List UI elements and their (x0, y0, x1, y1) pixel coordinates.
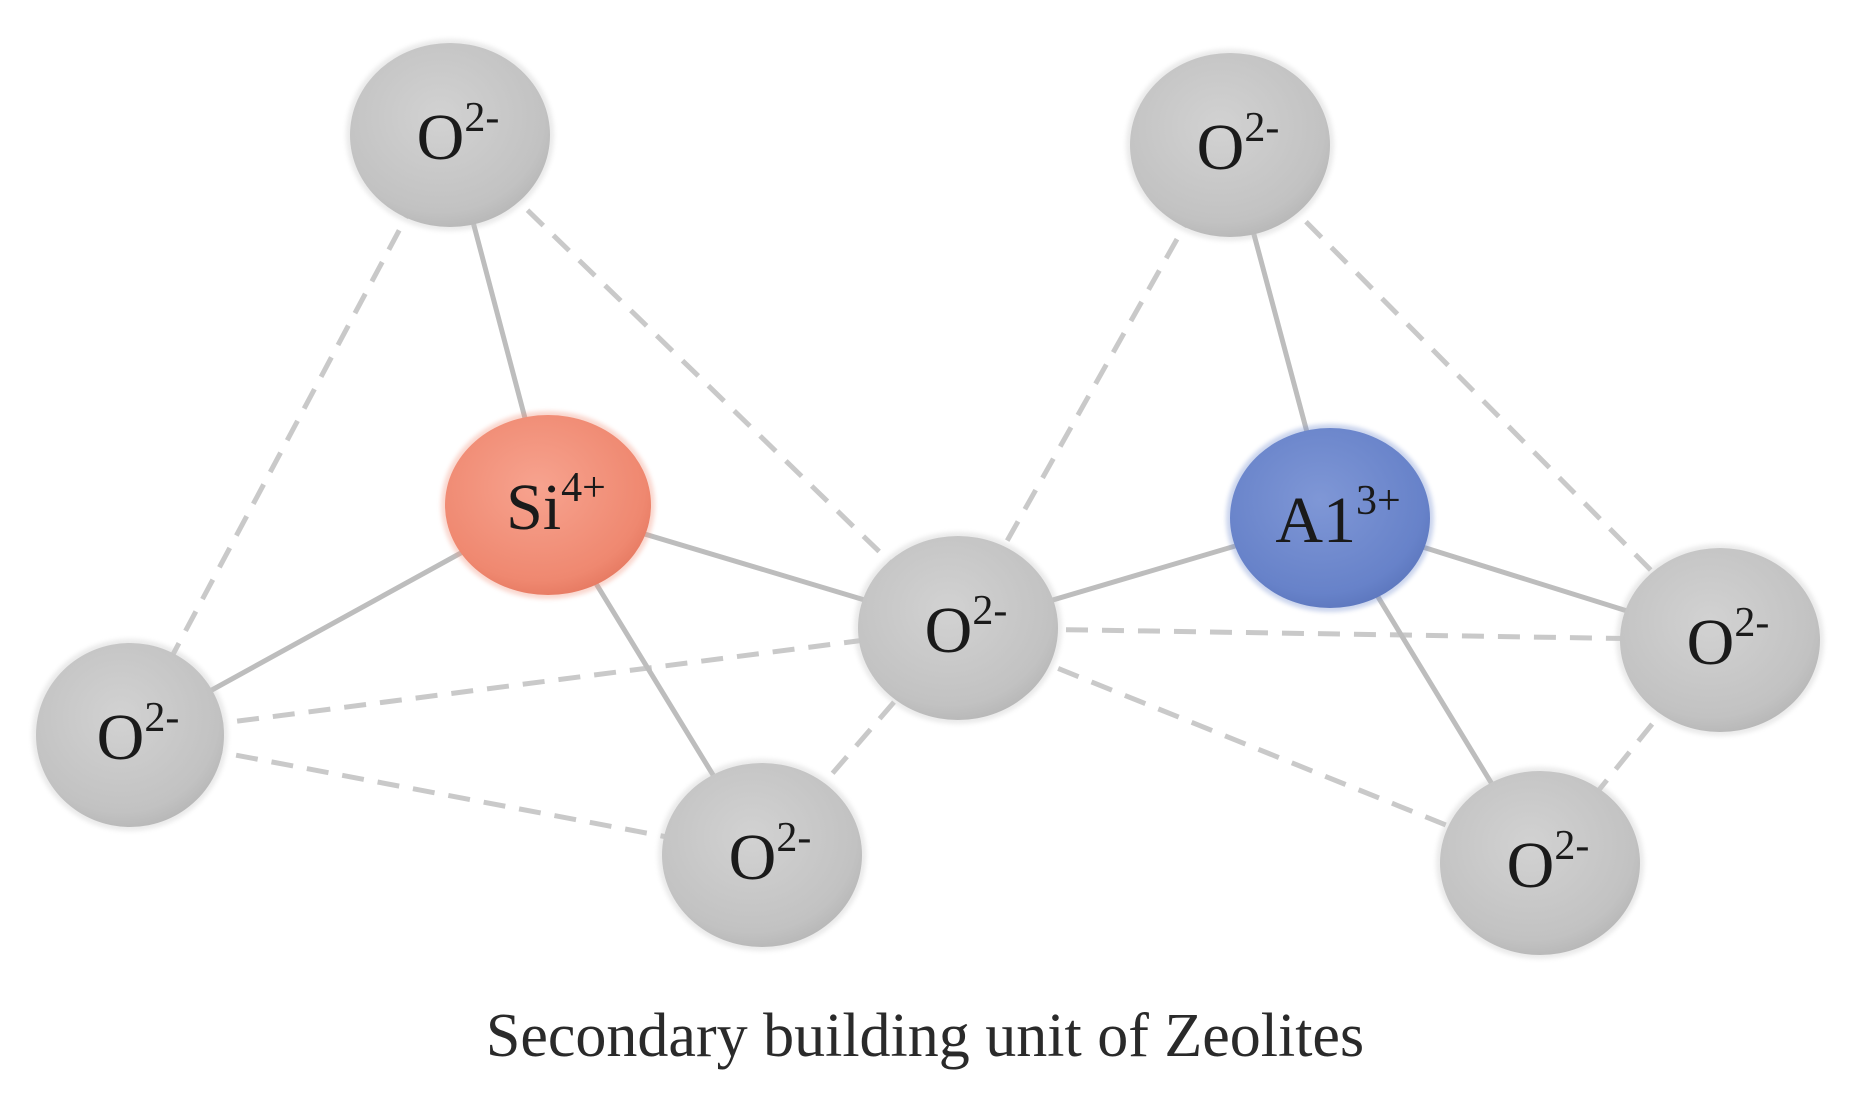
solid-bonds (127, 132, 1723, 866)
element-symbol: O (1687, 606, 1735, 679)
ion-charge: 2- (776, 815, 811, 861)
dashed-edge-o-top-left-o-bridge (448, 133, 960, 630)
ion-charge: 4+ (561, 465, 606, 511)
element-symbol: O (925, 594, 973, 667)
atom-label: O2- (97, 695, 180, 774)
dashed-edges (127, 133, 1722, 866)
element-symbol: O (729, 821, 777, 894)
dashed-edge-o-top-left-o-left (127, 133, 453, 737)
oxygen-atom-circle (1130, 53, 1330, 237)
ion-charge: 2- (972, 588, 1007, 634)
ion-charge: 2- (1734, 600, 1769, 646)
oxygen-atom-circle (350, 43, 550, 227)
oxygen-atom-circle (858, 536, 1058, 720)
ion-charge: 2- (464, 95, 499, 141)
atom-label: O2- (1687, 600, 1770, 679)
atoms: O2-Si4+O2-O2-O2-O2-A13+O2-O2- (32, 39, 1824, 959)
atom-label: Si4+ (506, 465, 606, 544)
oxygen-atom-circle (36, 643, 224, 827)
dashed-edge-o-left-o-bridge (129, 625, 959, 738)
silicon-atom-circle (445, 415, 651, 595)
atom-label: O2- (925, 588, 1008, 667)
element-symbol: Si (506, 471, 561, 544)
atom-al-center: A13+ (1226, 424, 1434, 612)
ion-charge: 2- (1554, 823, 1589, 869)
element-symbol: O (97, 701, 145, 774)
atom-si-center: Si4+ (441, 411, 655, 599)
oxygen-atom-circle (1440, 771, 1640, 955)
oxygen-atom-circle (1620, 548, 1820, 732)
element-symbol: O (1507, 829, 1555, 902)
atom-o-right: O2- (1616, 544, 1824, 736)
atom-o-left: O2- (32, 639, 228, 831)
ion-charge: 2- (144, 695, 179, 741)
aluminium-atom-circle (1230, 428, 1430, 608)
element-symbol: O (1197, 111, 1245, 184)
element-symbol: O (417, 101, 465, 174)
atom-label: A13+ (1275, 478, 1400, 557)
atom-o-top-right: O2- (1126, 49, 1334, 241)
dashed-edge-o-bridge-o-bottom-right (957, 625, 1541, 866)
figure-caption: Secondary building unit of Zeolites (485, 1002, 1365, 1070)
atom-label: O2- (1507, 823, 1590, 902)
atom-o-bottom-right: O2- (1436, 767, 1644, 959)
dashed-edge-o-bridge-o-right (957, 625, 1721, 643)
dashed-edge-o-top-right-o-right (1228, 143, 1722, 642)
oxygen-atom-circle (662, 763, 862, 947)
ion-charge: 3+ (1356, 478, 1401, 524)
element-symbol: A1 (1275, 484, 1356, 557)
atom-label: O2- (729, 815, 812, 894)
atom-o-bridge: O2- (854, 532, 1062, 724)
atom-o-top-left: O2- (346, 39, 554, 231)
atom-o-bottom-left: O2- (658, 759, 866, 951)
atom-label: O2- (417, 95, 500, 174)
atom-label: O2- (1197, 105, 1280, 184)
ion-charge: 2- (1244, 105, 1279, 151)
